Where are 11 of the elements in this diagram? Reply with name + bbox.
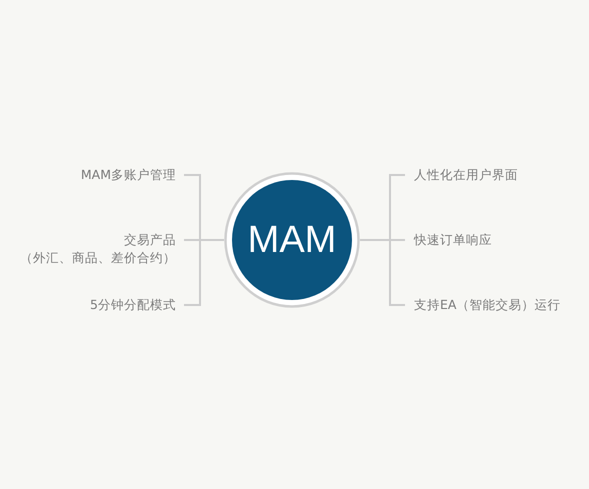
feature-text: 人性化在用户界面: [414, 166, 518, 184]
connector-line: [184, 239, 224, 306]
feature-text: 5分钟分配模式: [90, 296, 176, 314]
feature-text: 快速订单响应: [414, 231, 492, 249]
center-title: MAM: [246, 218, 338, 262]
connector-line: [360, 239, 405, 306]
feature-text: MAM多账户管理: [80, 166, 176, 184]
feature-text: 支持EA（智能交易）运行: [414, 296, 560, 314]
feature-text: 交易产品: [123, 231, 176, 249]
feature-text: （外汇、商品、差价合约）: [20, 249, 176, 267]
center-circle: [224, 172, 360, 308]
